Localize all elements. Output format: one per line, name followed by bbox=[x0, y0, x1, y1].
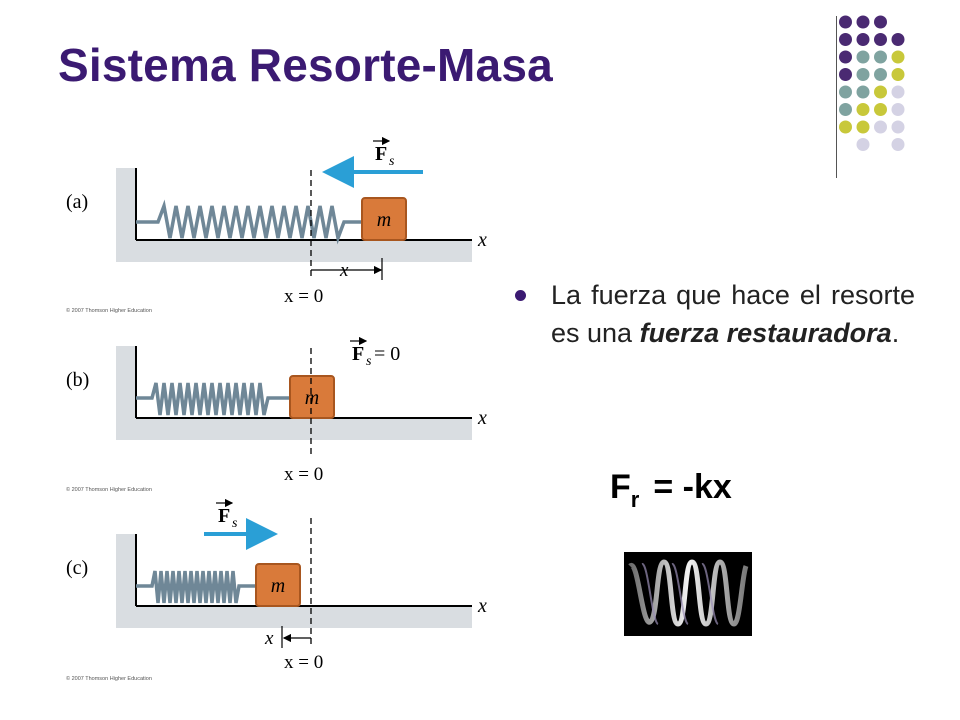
mass-block bbox=[361, 197, 407, 241]
decorative-dot bbox=[891, 33, 905, 46]
decorative-dot bbox=[856, 103, 870, 116]
zero-label: x = 0 bbox=[284, 652, 323, 673]
wall bbox=[116, 534, 136, 609]
decorative-dot bbox=[856, 68, 870, 81]
formula-subscript: r bbox=[630, 487, 640, 512]
force-label: F bbox=[218, 505, 230, 527]
decorative-dot bbox=[839, 68, 852, 81]
mass-label: m bbox=[271, 575, 285, 597]
decorative-dot bbox=[839, 15, 852, 29]
formula-lhs: F bbox=[610, 468, 631, 506]
decorative-dot-grid bbox=[839, 15, 905, 151]
decorative-dot bbox=[856, 15, 870, 29]
force-subscript: s bbox=[389, 154, 395, 169]
force-label: F bbox=[352, 343, 364, 365]
spring bbox=[136, 570, 256, 604]
decorative-dot bbox=[874, 15, 887, 29]
bullet-emphasis: fuerza restauradora bbox=[639, 318, 892, 348]
decorative-dot bbox=[874, 120, 887, 134]
decorative-dot bbox=[891, 120, 905, 134]
decorative-dot bbox=[891, 68, 905, 81]
copyright: © 2007 Thomson Higher Education bbox=[66, 675, 152, 682]
mass-block bbox=[255, 563, 301, 607]
force-subscript: s bbox=[366, 354, 372, 369]
decorative-dot bbox=[874, 50, 887, 64]
force-zero: = 0 bbox=[374, 343, 400, 365]
decorative-divider bbox=[836, 16, 837, 178]
decorative-dot bbox=[874, 68, 887, 81]
force-subscript: s bbox=[232, 516, 238, 531]
spring-mass-diagram: (a) m x F s x x = 0 © 2007 Thomson Highe… bbox=[66, 136, 487, 682]
decorative-dot bbox=[891, 103, 905, 116]
panel-c: (c) m x F s x x = 0 © 2007 Thomson Highe… bbox=[66, 498, 487, 682]
zero-label: x = 0 bbox=[284, 464, 323, 485]
decorative-dot bbox=[856, 138, 870, 151]
bullet-text-end: . bbox=[891, 318, 900, 348]
decorative-dot bbox=[839, 85, 852, 99]
wall bbox=[116, 346, 136, 421]
panel-label: (a) bbox=[66, 191, 88, 213]
floor bbox=[116, 240, 472, 262]
formula-rhs: = -kx bbox=[653, 468, 732, 506]
axis-label: x bbox=[477, 407, 487, 429]
copyright: © 2007 Thomson Higher Education bbox=[66, 307, 152, 314]
panel-b: (b) m x F s = 0 x = 0 © 2007 Thomson Hig… bbox=[66, 336, 487, 493]
zero-label: x = 0 bbox=[284, 286, 323, 307]
force-label: F bbox=[375, 143, 387, 165]
decorative-dot bbox=[856, 120, 870, 134]
decorative-dot bbox=[874, 103, 887, 116]
spring bbox=[136, 382, 290, 416]
displacement-label: x bbox=[264, 628, 274, 649]
decorative-dot bbox=[839, 50, 852, 64]
slide-title: Sistema Resorte-Masa bbox=[58, 39, 553, 91]
decorative-dot bbox=[839, 120, 852, 134]
bullet-point: La fuerza que hace el resorte es una fue… bbox=[515, 276, 915, 352]
axis-label: x bbox=[477, 595, 487, 617]
decorative-dot bbox=[874, 85, 887, 99]
decorative-dot bbox=[891, 50, 905, 64]
floor bbox=[116, 606, 472, 628]
copyright: © 2007 Thomson Higher Education bbox=[66, 486, 152, 493]
decorative-dot bbox=[856, 50, 870, 64]
floor bbox=[116, 418, 472, 440]
axis-label: x bbox=[477, 229, 487, 251]
mass-block bbox=[289, 375, 335, 419]
panel-a: (a) m x F s x x = 0 © 2007 Thomson Highe… bbox=[66, 136, 487, 314]
decorative-dot bbox=[891, 85, 905, 99]
panel-label: (b) bbox=[66, 369, 89, 391]
mass-label: m bbox=[305, 387, 319, 409]
mass-label: m bbox=[377, 209, 391, 231]
panel-label: (c) bbox=[66, 557, 88, 579]
bullet-text: La fuerza que hace el resorte es una bbox=[551, 280, 915, 348]
spring-image bbox=[624, 552, 752, 636]
displacement-label: x bbox=[339, 260, 349, 281]
wall bbox=[116, 168, 136, 243]
decorative-dot bbox=[856, 85, 870, 99]
decorative-dot bbox=[856, 33, 870, 46]
bullet-icon bbox=[515, 290, 526, 301]
decorative-dot bbox=[839, 103, 852, 116]
hooke-formula: Fr = -kx bbox=[610, 468, 732, 512]
decorative-dot bbox=[874, 33, 887, 46]
decorative-dot bbox=[891, 138, 905, 151]
spring bbox=[136, 199, 362, 245]
decorative-dot bbox=[839, 33, 852, 46]
